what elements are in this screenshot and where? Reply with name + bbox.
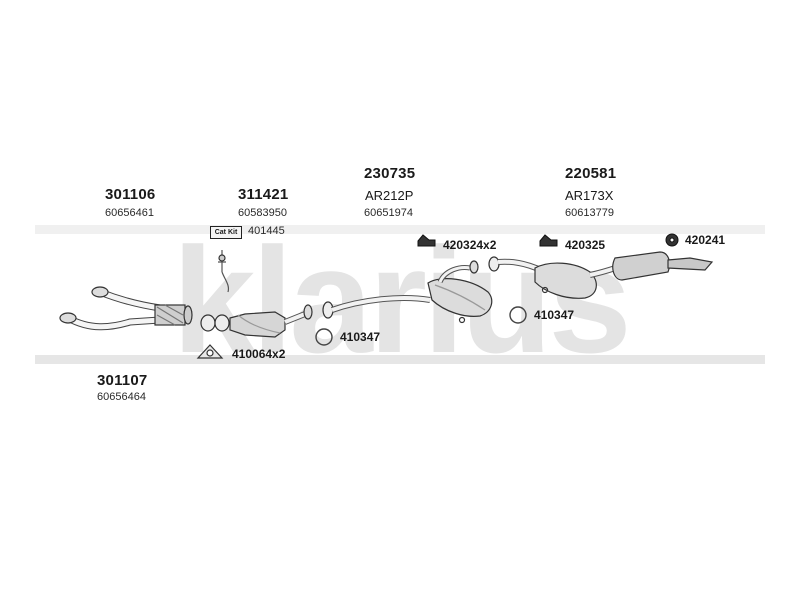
rubber-mount-icon	[539, 234, 558, 247]
cat-kit-number: 401445	[248, 225, 285, 237]
gasket-triangle-icon	[196, 344, 224, 359]
rubber-mount-icon	[417, 234, 436, 247]
catalyst-number: 311421	[238, 186, 289, 203]
centre-silencer-number: 230735	[364, 165, 416, 182]
sealing-ring-icon	[509, 306, 527, 324]
front-pipe-upper-number: 301106	[105, 186, 156, 203]
gasket-triangle-label: 410064x2	[232, 347, 286, 361]
sealing-ring-icon	[315, 328, 333, 346]
catalyst-oem: 60583950	[238, 207, 287, 219]
centre-silencer-oem: 60651974	[364, 207, 413, 219]
catalyst-assembly[interactable]	[200, 250, 313, 338]
rear-silencer-number: 220581	[565, 165, 617, 182]
front-pipe-upper-oem: 60656461	[105, 207, 154, 219]
centre-silencer-assembly[interactable]	[322, 260, 493, 324]
front-pipe-assembly[interactable]	[59, 286, 193, 331]
front-pipe-lower-number: 301107	[97, 372, 148, 389]
centre-silencer-code: AR212P	[365, 188, 414, 203]
rear-silencer-assembly[interactable]	[488, 251, 714, 299]
mount-pair-label: 420324x2	[443, 238, 497, 252]
rear-silencer-oem: 60613779	[565, 207, 614, 219]
ring-right-label: 410347	[534, 308, 575, 322]
rubber-hanger-icon	[665, 233, 679, 247]
ring-left-label: 410347	[340, 330, 381, 344]
cat-kit-badge: Cat Kit	[210, 226, 242, 239]
front-pipe-lower-oem: 60656464	[97, 391, 146, 403]
mount-rubber-label: 420241	[685, 233, 726, 247]
rear-silencer-code: AR173X	[565, 188, 614, 203]
mount-single-label: 420325	[565, 238, 606, 252]
